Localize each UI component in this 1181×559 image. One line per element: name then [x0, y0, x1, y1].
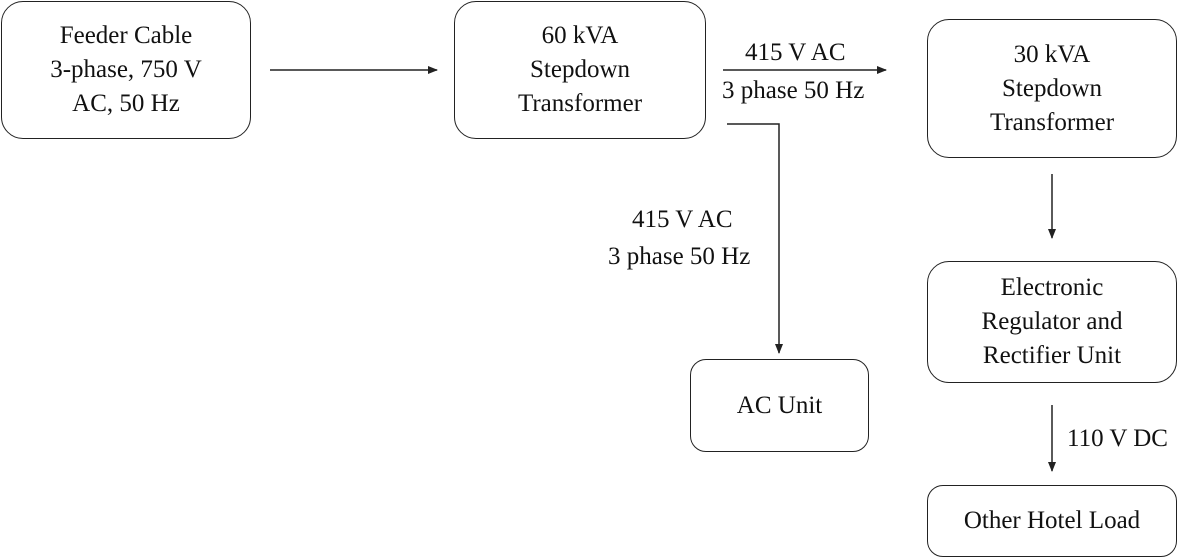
- ac-unit-label: AC Unit: [736, 391, 823, 419]
- edge-label-tx60-tx30-phase: 3 phase 50 Hz: [722, 77, 865, 104]
- feeder-cable-box: Feeder Cable 3-phase, 750 V AC, 50 Hz: [1, 1, 251, 139]
- regulator-rectifier-label: Electronic Regulator and Rectifier Unit: [981, 274, 1123, 369]
- transformer-60kva-label: 60 kVA Stepdown Transformer: [517, 22, 643, 117]
- edge-label-regulator-load: 110 V DC: [1067, 425, 1168, 452]
- other-hotel-load-label: Other Hotel Load: [963, 507, 1141, 534]
- feeder-cable-label: Feeder Cable 3-phase, 750 V AC, 50 Hz: [50, 22, 202, 117]
- edge-label-tx60-ac-voltage: 415 V AC: [632, 206, 733, 233]
- other-hotel-load-box: Other Hotel Load: [927, 485, 1177, 557]
- transformer-30kva-box: 30 kVA Stepdown Transformer: [927, 19, 1177, 158]
- transformer-30kva-label: 30 kVA Stepdown Transformer: [989, 40, 1115, 136]
- regulator-rectifier-box: Electronic Regulator and Rectifier Unit: [927, 261, 1177, 383]
- edge-label-tx60-ac-phase: 3 phase 50 Hz: [608, 243, 751, 270]
- ac-unit-box: AC Unit: [690, 359, 869, 452]
- arrow-tx60-to-ac-unit: [727, 123, 783, 354]
- transformer-60kva-box: 60 kVA Stepdown Transformer: [454, 1, 706, 139]
- edge-label-tx60-tx30-voltage: 415 V AC: [745, 39, 846, 66]
